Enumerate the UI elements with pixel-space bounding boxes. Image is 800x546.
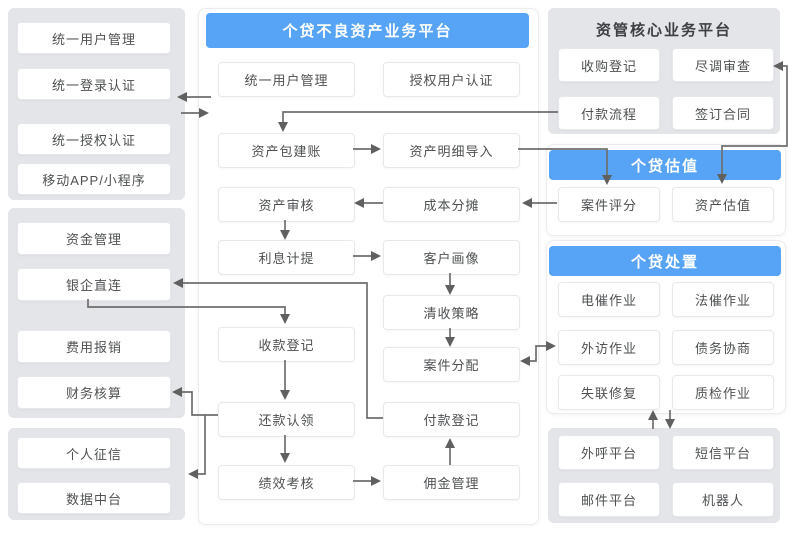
node-repayment-claim: 还款认领 [218,402,355,437]
node-label: 付款流程 [580,106,637,122]
node-asset-valuation: 资产估值 [672,187,774,222]
node-robot: 机器人 [672,482,774,517]
node-label: 费用报销 [65,340,122,355]
node-interest-accrual: 利息计提 [218,240,355,275]
node-label: 签订合同 [694,106,751,122]
node-asset-review: 资产审核 [218,187,355,222]
node-unified-login-auth: 统一登录认证 [17,68,171,100]
node-label: 案件分配 [423,358,480,373]
node-authorized-user-auth: 授权用户认证 [383,62,520,97]
node-payment-process: 付款流程 [558,96,660,130]
node-case-scoring: 案件评分 [558,187,660,222]
node-asset-detail-import: 资产明细导入 [383,133,520,168]
panel-title: 个贷估值 [630,157,699,175]
node-label: 统一用户管理 [51,31,136,47]
node-label: 资产审核 [258,198,315,213]
node-debt-negotiation: 债务协商 [672,330,774,365]
node-customer-profile: 客户画像 [383,240,520,275]
node-asset-package-booking: 资产包建账 [218,133,355,168]
node-collection-strategy: 清收策略 [383,295,520,330]
node-commission-mgmt: 佣金管理 [383,465,520,500]
node-email-platform: 邮件平台 [558,482,660,517]
node-receipt-register: 收款登记 [218,327,355,362]
node-tele-collection: 电催作业 [558,282,660,317]
node-label: 资产明细导入 [409,144,494,159]
node-label: 还款认领 [258,413,315,428]
node-label: 质检作业 [694,386,751,401]
node-case-assignment: 案件分配 [383,347,520,382]
node-label: 银企直连 [65,278,122,293]
node-label: 资金管理 [65,232,122,247]
node-label: 利息计提 [258,251,315,266]
node-data-middle-platform: 数据中台 [17,482,171,514]
node-label: 统一登录认证 [51,77,136,93]
core-business-title: 资管核心业务平台 [595,22,732,39]
node-label: 短信平台 [694,446,751,461]
node-performance-appraisal: 绩效考核 [218,465,355,500]
node-label: 佣金管理 [423,476,480,491]
node-cost-allocation: 成本分摊 [383,187,520,222]
node-label: 债务协商 [694,341,751,356]
node-label: 成本分摊 [423,198,480,213]
node-label: 绩效考核 [258,476,315,491]
node-financial-accounting: 财务核算 [17,376,171,409]
node-label: 机器人 [701,493,744,508]
node-label: 移动APP/小程序 [42,172,146,188]
node-label: 数据中台 [65,491,122,507]
node-expense-reimburse: 费用报销 [17,330,171,363]
node-label: 收款登记 [258,338,315,353]
node-legal-collection: 法催作业 [672,282,774,317]
node-label: 财务核算 [65,386,122,401]
node-label: 案件评分 [580,198,637,213]
node-unified-authz-auth: 统一授权认证 [17,123,171,155]
valuation-header: 个贷估值 [549,150,781,180]
node-label: 收购登记 [580,58,637,74]
node-label: 资产包建账 [251,144,322,159]
node-label: 清收策略 [423,306,480,321]
node-label: 个人征信 [65,446,122,462]
node-label: 电催作业 [580,293,637,308]
node-label: 统一授权认证 [51,132,136,148]
node-label: 统一用户管理 [244,73,329,88]
disposal-header: 个贷处置 [549,246,781,276]
node-label: 客户画像 [423,251,480,266]
node-unified-user-mgmt: 统一用户管理 [17,22,171,54]
npl-platform-header: 个贷不良资产业务平台 [206,13,529,48]
node-unified-user-mgmt-mid: 统一用户管理 [218,62,355,97]
panel-title: 个贷不良资产业务平台 [282,23,453,40]
node-purchase-register: 收购登记 [558,48,660,82]
node-mobile-app: 移动APP/小程序 [17,163,171,195]
node-personal-credit: 个人征信 [17,437,171,469]
node-contract-signing: 签订合同 [672,96,774,130]
node-lost-contact-repair: 失联修复 [558,375,660,410]
node-field-visit: 外访作业 [558,330,660,365]
node-label: 授权用户认证 [409,73,494,88]
node-bank-direct-link: 银企直连 [17,268,171,301]
node-sms-platform: 短信平台 [672,435,774,470]
node-label: 法催作业 [694,293,751,308]
node-label: 资产估值 [694,198,751,213]
node-label: 失联修复 [580,386,637,401]
node-label: 付款登记 [423,413,480,428]
node-label: 外访作业 [580,341,637,356]
node-due-diligence: 尽调审查 [672,48,774,82]
node-payment-register: 付款登记 [383,402,520,437]
node-label: 尽调审查 [694,58,751,74]
node-quality-inspection: 质检作业 [672,375,774,410]
node-fund-mgmt: 资金管理 [17,222,171,255]
panel-title: 个贷处置 [630,253,699,271]
node-outbound-call-platform: 外呼平台 [558,435,660,470]
node-label: 邮件平台 [580,493,637,508]
node-label: 外呼平台 [580,446,637,461]
